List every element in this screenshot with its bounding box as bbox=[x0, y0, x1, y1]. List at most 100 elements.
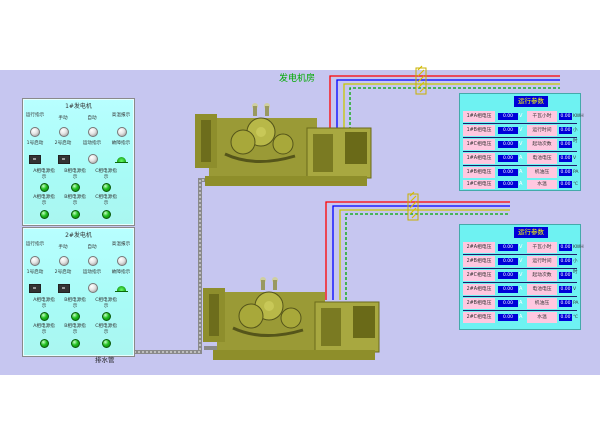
manual-lamp bbox=[59, 256, 69, 266]
label-auto: 自动 bbox=[87, 116, 97, 121]
label-phase-c-2: C相电源指示 bbox=[95, 195, 117, 206]
param-value: 0.00 bbox=[559, 286, 572, 293]
param-label: 千瓦小时 bbox=[527, 111, 557, 122]
row-divider bbox=[463, 282, 577, 283]
cable-bundle-bottom bbox=[325, 201, 510, 300]
generator-1-control-panel: 1#发电机 运行指示 手动 自动 高温报示 1号启动 2号启动 运动指示 故障指… bbox=[22, 98, 135, 226]
label-phase-b-1: B相电源指示 bbox=[64, 169, 86, 180]
param-label: 2#C相电压 bbox=[463, 312, 495, 323]
start-2-switch[interactable] bbox=[58, 155, 70, 164]
panel-title: 1#发电机 bbox=[65, 103, 92, 110]
label-high-temp: 高温报示 bbox=[111, 113, 131, 118]
param-label: 起动次数 bbox=[527, 139, 557, 150]
generator-2-parameters: 运行参数 2#A相电压 0.00 V 千瓦小时 0.00 KWH 2#B相电压 … bbox=[459, 224, 584, 330]
label-manual: 手动 bbox=[58, 116, 68, 121]
param-label: 水温 bbox=[527, 180, 557, 189]
high-temp-lamp bbox=[117, 256, 127, 266]
label-phase-a-1: A相电源指示 bbox=[33, 298, 55, 309]
param-label: 2#B相电压 bbox=[463, 298, 495, 309]
param-unit: KWH bbox=[573, 114, 584, 119]
param-value: 0.00 bbox=[498, 141, 518, 148]
param-unit: PA bbox=[573, 170, 579, 175]
param-value: 0.00 bbox=[498, 169, 518, 176]
generator-2-graphic bbox=[203, 277, 380, 360]
label-motion: 运动指示 bbox=[82, 270, 102, 275]
param-unit: V bbox=[573, 156, 577, 161]
start-1-switch[interactable] bbox=[29, 155, 41, 164]
motion-lamp bbox=[88, 154, 98, 164]
param-label: 机油压 bbox=[527, 298, 557, 309]
label-phase-b-2: B相电源指示 bbox=[64, 324, 86, 335]
label-phase-c-2: C相电源指示 bbox=[95, 324, 117, 335]
label-phase-b-1: B相电源指示 bbox=[64, 298, 86, 309]
label-high-temp: 高温报示 bbox=[111, 242, 131, 247]
param-unit: ℃ bbox=[573, 182, 579, 187]
param-value: 0.00 bbox=[498, 155, 518, 162]
param-value: 0.00 bbox=[498, 258, 518, 265]
label-phase-c-1: C相电源指示 bbox=[95, 298, 117, 309]
label-run-indicator: 运行指示 bbox=[25, 242, 45, 247]
param-row: 2#C相电压 0.00 V 起动次数 0.00 bbox=[463, 270, 577, 281]
param-unit: V bbox=[519, 113, 523, 119]
param-value: 0.00 bbox=[559, 272, 572, 279]
param-label: 1#B相电压 bbox=[463, 125, 495, 136]
generator-2-control-panel: 2#发电机 运行指示 手动 自动 高温报示 1号启动 2号启动 运动指示 故障指… bbox=[22, 227, 135, 357]
param-header: 运行参数 bbox=[514, 227, 548, 238]
phase-c-led-2 bbox=[102, 210, 111, 219]
phase-a-led-2 bbox=[40, 339, 49, 348]
param-row: 1#B相电压 0.00 A 机油压 0.00 PA bbox=[463, 167, 579, 178]
generator-1-graphic bbox=[195, 103, 372, 186]
param-label: 1#C相电压 bbox=[463, 139, 495, 150]
param-row: 1#A相电压 0.00 A 电池电压 0.00 V bbox=[463, 153, 577, 164]
label-run-indicator: 运行指示 bbox=[25, 113, 45, 118]
generator-1-parameters: 运行参数 1#A相电压 0.00 V 千瓦小时 0.00 KWH 1#B相电压 … bbox=[459, 93, 584, 191]
param-row: 2#C相电压 0.00 A 水温 0.00 ℃ bbox=[463, 312, 578, 323]
param-unit: A bbox=[519, 314, 523, 320]
param-value: 0.00 bbox=[559, 300, 572, 307]
row-divider bbox=[463, 165, 577, 166]
param-label: 运行时间 bbox=[527, 256, 557, 267]
param-unit: A bbox=[519, 155, 523, 161]
row-divider bbox=[463, 296, 577, 297]
param-value: 0.00 bbox=[498, 181, 518, 188]
room-title: 发电机房 bbox=[279, 74, 316, 84]
high-temp-lamp bbox=[117, 127, 127, 137]
start-2-switch[interactable] bbox=[58, 284, 70, 293]
label-start-1: 1号启动 bbox=[26, 141, 44, 146]
param-value: 0.00 bbox=[559, 181, 572, 188]
param-unit: V bbox=[519, 272, 523, 278]
fault-indicator-light bbox=[115, 157, 128, 163]
param-value: 0.00 bbox=[559, 169, 572, 176]
param-value: 0.00 bbox=[559, 155, 572, 162]
param-value: 0.00 bbox=[498, 127, 518, 134]
param-label: 起动次数 bbox=[527, 270, 557, 281]
start-1-switch[interactable] bbox=[29, 284, 41, 293]
label-start-2: 2号启动 bbox=[54, 141, 72, 146]
param-label: 千瓦小时 bbox=[527, 242, 557, 253]
param-label: 电池电压 bbox=[527, 284, 557, 295]
param-unit: A bbox=[519, 286, 523, 292]
label-start-1: 1号启动 bbox=[26, 270, 44, 275]
phase-b-led-2 bbox=[71, 339, 80, 348]
param-row: 1#B相电压 0.00 V 运行时间 0.00 小时 bbox=[463, 125, 578, 144]
param-label: 1#B相电压 bbox=[463, 167, 495, 178]
param-unit: KWH bbox=[573, 245, 584, 250]
param-label: 2#A相电压 bbox=[463, 242, 495, 253]
param-row: 2#A相电压 0.00 A 电池电压 0.00 V bbox=[463, 284, 577, 295]
param-label: 1#C相电压 bbox=[463, 180, 495, 189]
param-unit: V bbox=[519, 141, 523, 147]
param-unit: A bbox=[519, 300, 523, 306]
label-phase-b-2: B相电源指示 bbox=[64, 195, 86, 206]
param-value: 0.00 bbox=[559, 141, 572, 148]
param-row: 2#A相电压 0.00 V 千瓦小时 0.00 KWH bbox=[463, 242, 584, 253]
phase-c-led-1 bbox=[102, 183, 111, 192]
auto-lamp bbox=[88, 127, 98, 137]
param-unit: 小时 bbox=[573, 128, 578, 144]
param-unit: PA bbox=[573, 301, 579, 306]
param-value: 0.00 bbox=[498, 286, 518, 293]
label-manual: 手动 bbox=[58, 245, 68, 250]
row-divider bbox=[463, 151, 577, 152]
row-divider bbox=[463, 123, 577, 124]
param-value: 0.00 bbox=[559, 314, 572, 321]
